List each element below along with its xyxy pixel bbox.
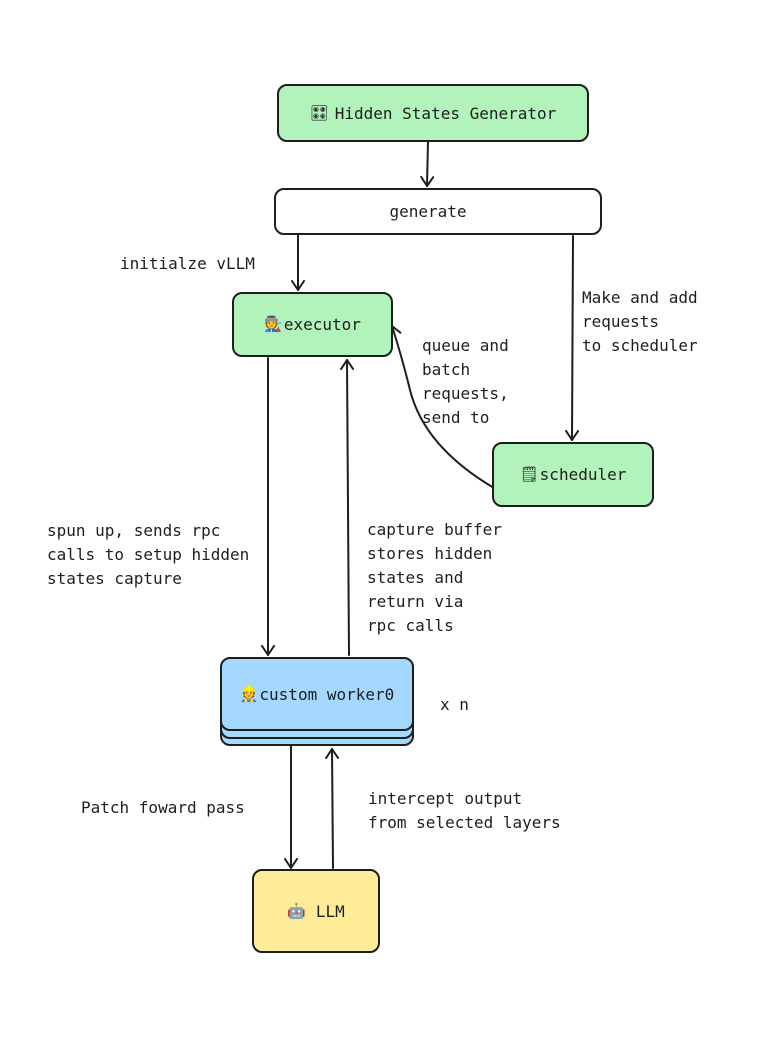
executor-label: executor <box>283 315 361 334</box>
scheduler-node[interactable]: 🗒 scheduler <box>492 442 654 507</box>
multiplier-label: x n <box>440 695 469 714</box>
factory-worker-icon: 🧑‍🏭 <box>264 315 283 333</box>
hidden-states-generator-label: Hidden States Generator <box>334 103 557 123</box>
construction-worker-icon: 👷 <box>239 684 259 703</box>
custom-worker-node[interactable]: 👷 custom worker0 <box>220 657 414 731</box>
arrow-generator-to-generate <box>420 141 435 187</box>
initialize-vllm-label: initialze vLLM <box>120 254 255 273</box>
make-requests-label: Make and add requests to scheduler <box>582 288 698 355</box>
arrow-generate-to-scheduler <box>565 235 580 441</box>
intercept-output-label: intercept output from selected layers <box>368 789 561 832</box>
executor-node[interactable]: 🧑‍🏭 executor <box>232 292 393 357</box>
notepad-icon: 🗒 <box>519 465 539 483</box>
scheduler-label: scheduler <box>539 465 627 484</box>
control-knobs-icon: 🎛 <box>309 103 329 122</box>
generate-label: generate <box>389 202 467 221</box>
robot-icon: 🤖 <box>287 901 306 920</box>
llm-label: LLM <box>315 901 345 921</box>
capture-buffer-label: capture buffer stores hidden states and … <box>367 520 502 635</box>
arrow-worker-to-executor <box>340 359 355 656</box>
patch-forward-label: Patch foward pass <box>81 798 245 817</box>
llm-node[interactable]: 🤖 LLM <box>252 869 380 953</box>
queue-batch-label: queue and batch requests, send to <box>422 336 509 427</box>
arrow-scheduler-to-executor <box>387 325 495 489</box>
arrow-llm-to-worker <box>325 748 340 869</box>
spun-up-label: spun up, sends rpc calls to setup hidden… <box>47 521 250 588</box>
hidden-states-generator-node[interactable]: 🎛 Hidden States Generator <box>277 84 589 142</box>
generate-node[interactable]: generate <box>274 188 602 235</box>
custom-worker-label: custom worker0 <box>259 684 395 704</box>
